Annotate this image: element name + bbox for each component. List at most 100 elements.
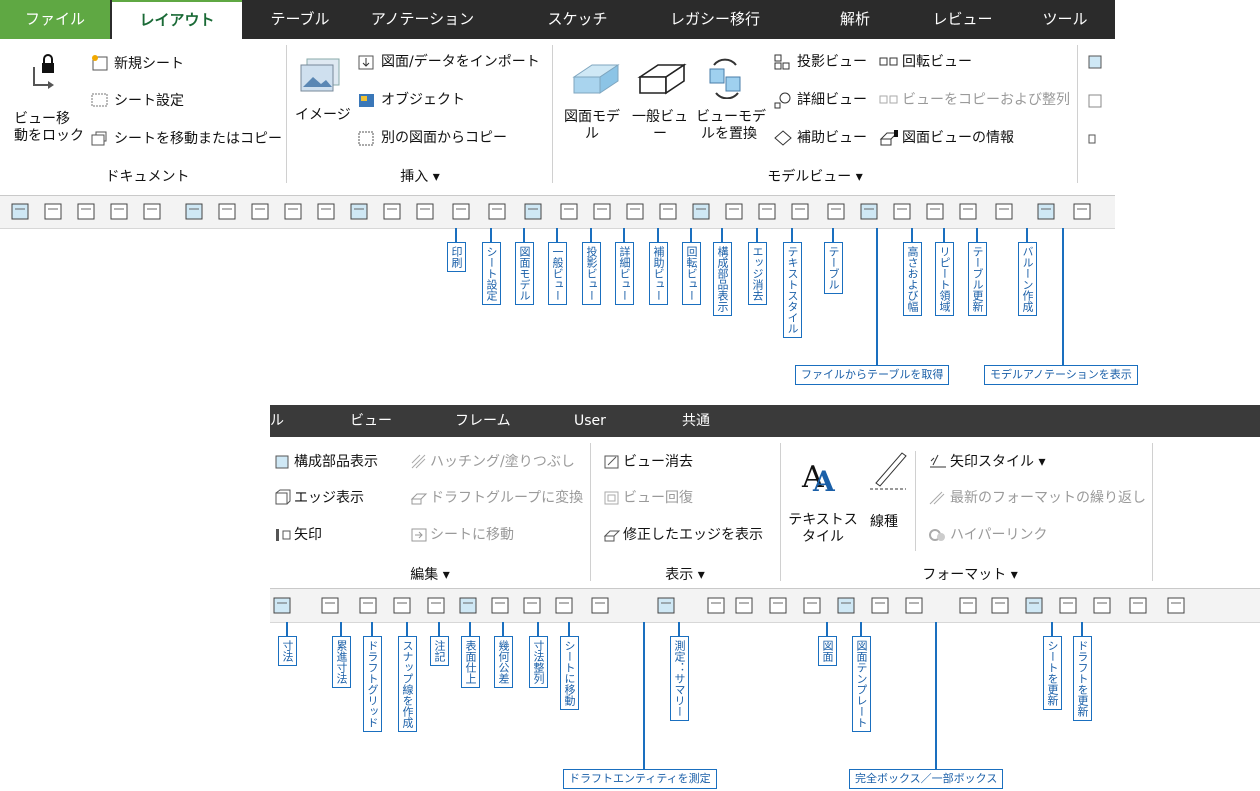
group-label-display[interactable]: 表示 ▾ (665, 567, 705, 583)
tb2-check-icon[interactable] (1129, 597, 1147, 614)
copy-align-view-button[interactable]: ビューをコピーおよび整列 (902, 92, 1070, 108)
erase-view-button[interactable]: ビュー消去 (623, 454, 693, 470)
tb-new-icon[interactable] (218, 203, 236, 220)
tb2-draft-update-icon[interactable] (1059, 597, 1077, 614)
arrow-button[interactable]: 矢印 (294, 527, 322, 543)
tb-color-icon[interactable] (185, 203, 203, 220)
general-view-button[interactable]: 一般ビュ ー (632, 109, 688, 142)
tab-analysis[interactable]: 解析 (839, 10, 870, 28)
tb-note-icon[interactable] (143, 203, 161, 220)
tb-model-icon[interactable] (524, 203, 542, 220)
tb-file-table-icon[interactable] (860, 203, 878, 220)
tb-table-a-icon[interactable] (44, 203, 62, 220)
hatching-button[interactable]: ハッチング/塗りつぶし (430, 454, 575, 470)
hyperlink-button[interactable]: ハイパーリンク (950, 527, 1048, 543)
import-button[interactable]: 図面/データをインポート (381, 54, 540, 70)
new-sheet-button[interactable]: 新規シート (114, 56, 184, 72)
tab2-frame[interactable]: フレーム (455, 413, 511, 429)
detail-view-button[interactable]: 詳細ビュー (797, 92, 867, 108)
replace-view-model-button[interactable]: ビューモデ ルを置換 (696, 109, 766, 142)
tb2-snap-line-icon[interactable] (393, 597, 411, 614)
tb-print-icon[interactable] (452, 203, 470, 220)
tb-text-style-icon[interactable] (791, 203, 809, 220)
tb-open2-icon[interactable] (284, 203, 302, 220)
tb2-template-icon[interactable] (837, 597, 855, 614)
tb-height-width-icon[interactable] (893, 203, 911, 220)
tb-component-icon[interactable] (725, 203, 743, 220)
tab2-user[interactable]: User (574, 413, 606, 429)
tb-table-icon[interactable] (827, 203, 845, 220)
text-style-button[interactable]: テキストス タイル (788, 512, 858, 545)
tb2-a-icon[interactable] (959, 597, 977, 614)
move-copy-sheet-button[interactable]: シートを移動またはコピー (114, 131, 282, 147)
tb2-measure-summary-icon[interactable] (657, 597, 675, 614)
tb2-c-icon[interactable] (1093, 597, 1111, 614)
tb2-b-icon[interactable] (991, 597, 1009, 614)
tb-table-b-icon[interactable] (77, 203, 95, 220)
tb-frame-icon[interactable] (110, 203, 128, 220)
tab-review[interactable]: レビュー (932, 10, 993, 28)
tab-tools[interactable]: ツール (1042, 10, 1088, 28)
tab-annotate[interactable]: アノテーション (370, 10, 475, 28)
tab2-view[interactable]: ビュー (350, 413, 392, 429)
tb2-note-icon[interactable] (427, 597, 445, 614)
tb2-scale-icon[interactable] (769, 597, 787, 614)
tb2-draft-grid-icon[interactable] (359, 597, 377, 614)
tb-repeat-icon[interactable] (926, 203, 944, 220)
drawing-model-button[interactable]: 図面モデ ル (564, 109, 620, 142)
tb-projection-icon[interactable] (593, 203, 611, 220)
move-to-sheet-button[interactable]: シートに移動 (430, 527, 514, 543)
tab-file[interactable]: ファイル (0, 0, 110, 39)
tb-detail-icon[interactable] (626, 203, 644, 220)
tb2-ordinate-icon[interactable] (321, 597, 339, 614)
tb-show-annotation-icon[interactable] (1037, 203, 1055, 220)
tab-table[interactable]: テーブル (270, 10, 330, 28)
tb2-box-icon[interactable] (905, 597, 923, 614)
tb2-dimension-icon[interactable] (273, 597, 291, 614)
tb2-layers-icon[interactable] (871, 597, 889, 614)
group-label-edit[interactable]: 編集 ▾ (410, 567, 450, 583)
object-button[interactable]: オブジェクト (381, 92, 465, 108)
tb-save-as-icon[interactable] (383, 203, 401, 220)
tb2-sheet-update-icon[interactable] (1025, 597, 1043, 614)
tb-open-icon[interactable] (251, 203, 269, 220)
group-label-model-views[interactable]: モデルビュー ▾ (767, 169, 863, 185)
tb-sheet-setup-icon[interactable] (488, 203, 506, 220)
tab-sketch[interactable]: スケッチ (547, 10, 608, 28)
tb2-surface-icon[interactable] (459, 597, 477, 614)
tb-general-view-icon[interactable] (560, 203, 578, 220)
tab-layout[interactable]: レイアウト (112, 0, 242, 39)
tb2-gtol-icon[interactable] (491, 597, 509, 614)
tb2-move-sheet-icon[interactable] (555, 597, 573, 614)
arrow-style-button[interactable]: 矢印スタイル ▾ (950, 454, 1046, 470)
group-label-insert[interactable]: 挿入 ▾ (400, 169, 440, 185)
tb2-align-icon[interactable] (523, 597, 541, 614)
tb-dimension-icon[interactable] (1073, 203, 1091, 220)
show-modified-edges-button[interactable]: 修正したエッジを表示 (623, 527, 763, 543)
tb-edit-icon[interactable] (317, 203, 335, 220)
lock-view-button[interactable]: ビュー移 動をロック (14, 111, 84, 144)
sheet-setup-button[interactable]: シート設定 (114, 93, 184, 109)
tb-auxiliary-icon[interactable] (659, 203, 677, 220)
component-display-button[interactable]: 構成部品表示 (294, 454, 378, 470)
image-button[interactable]: イメージ (295, 107, 351, 123)
resume-view-button[interactable]: ビュー回復 (623, 490, 693, 506)
tb2-drawing-icon[interactable] (803, 597, 821, 614)
tab-legacy[interactable]: レガシー移行 (669, 10, 760, 28)
tb-balloon-icon[interactable] (995, 203, 1013, 220)
tb-revolved-icon[interactable] (692, 203, 710, 220)
convert-draft-group-button[interactable]: ドラフトグループに変換 (430, 490, 584, 506)
tb2-measure-entity-icon[interactable] (591, 597, 609, 614)
auxiliary-view-button[interactable]: 補助ビュー (797, 130, 867, 146)
tb2-d-icon[interactable] (735, 597, 753, 614)
tb2-brackets-icon[interactable] (707, 597, 725, 614)
revolved-view-button[interactable]: 回転ビュー (902, 54, 972, 70)
projection-view-button[interactable]: 投影ビュー (797, 54, 867, 70)
line-style-button[interactable]: 線種 (870, 514, 898, 530)
tab2-common[interactable]: 共通 (682, 413, 710, 429)
copy-from-drawing-button[interactable]: 別の図面からコピー (381, 130, 507, 146)
repeat-format-button[interactable]: 最新のフォーマットの繰り返し (950, 490, 1146, 506)
tb-table-update-icon[interactable] (959, 203, 977, 220)
tb-save-copy-icon[interactable] (416, 203, 434, 220)
tb-drawing-model-icon[interactable] (11, 203, 29, 220)
